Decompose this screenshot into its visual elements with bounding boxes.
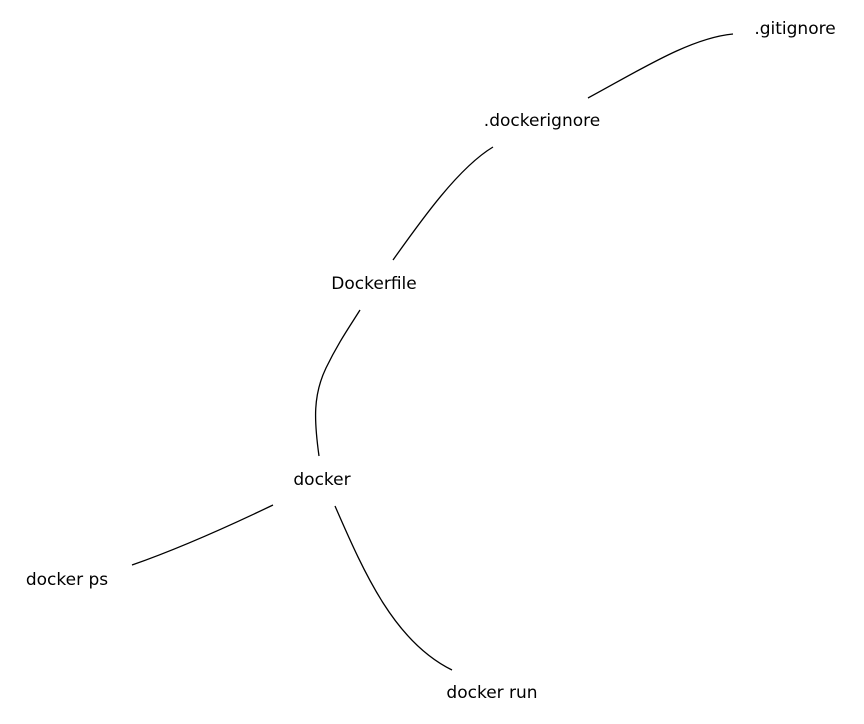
edge-docker-docker-run (334, 505, 453, 671)
node-docker-run[interactable]: docker run (446, 683, 538, 703)
edge-docker-dockerfile (314, 309, 361, 457)
node-dockerfile[interactable]: Dockerfile (331, 274, 417, 294)
node-docker-ps[interactable]: docker ps (25, 570, 109, 590)
edge-docker-docker-ps (131, 504, 274, 566)
node-gitignore[interactable]: .gitignore (754, 19, 836, 39)
edge-dockerfile-dockerignore (392, 146, 494, 261)
edge-dockerignore-gitignore (587, 33, 734, 99)
node-docker[interactable]: docker (293, 470, 351, 490)
node-dockerignore[interactable]: .dockerignore (483, 111, 601, 131)
